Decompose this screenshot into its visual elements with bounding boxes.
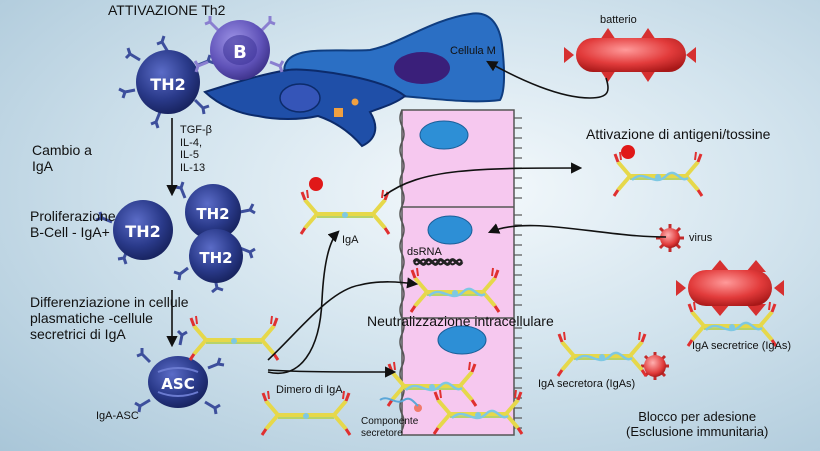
nucleus <box>427 215 473 245</box>
secretory-component-label: Componente secretore <box>361 416 418 439</box>
flow-arrows <box>166 60 667 378</box>
antigen-activation-label: Attivazione di antigeni/tossine <box>586 126 771 142</box>
m-cell-nucleus <box>394 52 450 84</box>
cytokine-item: IL-5 <box>180 149 199 161</box>
asc-cell: ASC <box>134 329 225 415</box>
iga-dimer-secreted <box>188 314 280 362</box>
cytokine-item: IL-13 <box>180 161 206 174</box>
epithelial-layer <box>401 109 515 436</box>
m-cell-label: Cellula M <box>450 45 496 57</box>
b-cell-label: B <box>233 42 247 63</box>
step-switch-line: IgA <box>32 158 54 175</box>
antigen-dot <box>621 145 635 159</box>
neutralization-label: Neutralizzazione intracellulare <box>367 313 554 329</box>
th2-label: TH2 <box>196 205 229 223</box>
th2-cluster: TH2 TH2 TH2 <box>95 181 256 294</box>
secretory-iga-right-label: IgA secretrice (IgAs) <box>692 340 792 352</box>
th2-label: TH2 <box>125 222 160 241</box>
asc-label: ASC <box>161 375 194 393</box>
antigen-fragment <box>334 108 343 117</box>
nucleus <box>419 120 469 150</box>
th2-label: TH2 <box>150 75 185 94</box>
bacterium-top <box>564 28 696 82</box>
cytokine-list: TGF-β IL-4, IL-5 IL-13 <box>180 124 212 174</box>
antigen-fragment <box>351 98 359 106</box>
adhesion-block-line: (Esclusione immunitaria) <box>626 423 769 439</box>
virus-small <box>641 352 669 380</box>
iga-dimer-free <box>299 188 391 236</box>
virus <box>656 224 684 252</box>
adhesion-block-label: Blocco per adesione (Esclusione immunita… <box>626 409 769 440</box>
virus-label: virus <box>689 232 713 244</box>
step-switch-line: Cambio a <box>32 142 92 158</box>
iga-label: IgA <box>342 234 359 246</box>
adhesion-block-line: Blocco per adesione <box>638 409 757 424</box>
bacterium-right <box>676 260 784 316</box>
b-cell: B <box>193 16 285 80</box>
step-differentiation-line: secretrici di IgA <box>30 326 126 343</box>
step-differentiation: Differenziazione in cellule plasmatiche … <box>30 294 189 342</box>
secretory-component-icon <box>414 404 422 412</box>
nucleus <box>437 325 487 355</box>
th2-label: TH2 <box>199 249 232 267</box>
step-proliferation-line: B-Cell - IgA+ <box>30 224 110 241</box>
secretory-iga-mid-label: IgA secretora (IgAs) <box>538 378 636 390</box>
step-switch: Cambio a IgA <box>32 142 92 174</box>
step-proliferation: Proliferazione B-Cell - IgA+ <box>30 208 116 240</box>
cytokine-item: TGF-β <box>180 124 212 136</box>
step-differentiation-line: plasmatiche -cellule <box>30 310 153 327</box>
step-proliferation-line: Proliferazione <box>30 208 116 224</box>
title: ATTIVAZIONE Th2 <box>108 2 226 18</box>
step-differentiation-line: Differenziazione in cellule <box>30 294 189 310</box>
epithelium <box>399 109 522 436</box>
th2-cell-top: TH2 <box>118 35 215 129</box>
iga-dimer-lower <box>260 389 352 437</box>
iga-dimer-label: Dimero di IgA <box>276 384 343 396</box>
secretory-component-line: secretore <box>361 427 403 439</box>
bacterium-label: batterio <box>600 14 637 26</box>
antigen-dot <box>309 177 323 191</box>
secretory-component-line: Componente <box>361 416 419 427</box>
cytokine-item: IL-4, <box>180 136 203 149</box>
iga-virus-bound <box>558 332 646 376</box>
dsrna-label: dsRNA <box>407 246 442 258</box>
asc-caption: IgA-ASC <box>96 410 139 422</box>
